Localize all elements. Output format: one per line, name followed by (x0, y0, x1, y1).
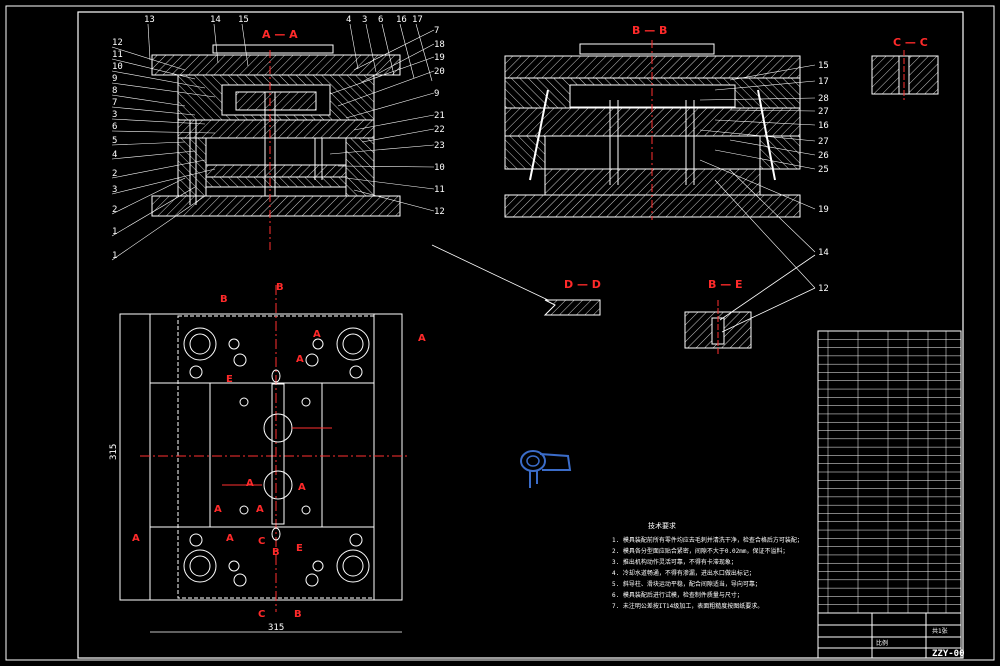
section-mark: B (220, 294, 228, 305)
callout-label: 16 (396, 15, 407, 25)
callout-label: 11 (112, 50, 123, 60)
callout-label: 19 (434, 53, 445, 63)
callout-label: 18 (434, 40, 445, 50)
callout-label: 6 (112, 122, 117, 132)
callout-label: 9 (112, 74, 117, 84)
callout-label: 3 (112, 110, 117, 120)
callout-label: 28 (818, 94, 829, 104)
callout-label: 2 (112, 205, 117, 215)
callout-label: 1 (112, 227, 117, 237)
callout-label: 16 (818, 121, 829, 131)
callout-label: 4 (112, 150, 117, 160)
callout-label: 4 (346, 15, 351, 25)
callout-label: 13 (144, 15, 155, 25)
callout-label: 14 (818, 248, 829, 258)
section-mark: A (256, 504, 264, 515)
title-block: ZZY-00 比例 共1张 (817, 612, 965, 659)
callout-label: 17 (412, 15, 423, 25)
callout-label: 19 (818, 205, 829, 215)
section-mark: B (276, 282, 284, 293)
callout-label: 17 (818, 77, 829, 87)
note-line: 4. 冷却水道畅通，不得有渗漏，进出水口做出标记； (612, 569, 755, 577)
part-3d-preview (520, 450, 572, 488)
callout-label: 11 (434, 185, 445, 195)
callout-label: 7 (434, 26, 439, 36)
callout-label: 10 (112, 62, 123, 72)
section-be-title: B — E (708, 278, 743, 291)
callout-label: 1 (112, 251, 117, 261)
technical-notes: 技术要求 1. 模具装配前所有零件均应去毛刺并清洗干净，检查合格后方可装配； 2.… (612, 521, 803, 610)
section-cc-view: C — C (871, 36, 939, 100)
section-dd-view: D — D (431, 244, 601, 316)
callout-label: 12 (434, 207, 445, 217)
section-be-view: B — E (684, 254, 816, 355)
callout-label: 5 (112, 136, 117, 146)
note-line: 2. 模具各分型面应贴合紧密，间隙不大于0.02mm，保证不溢料； (612, 547, 789, 555)
callout-label: 8 (112, 86, 117, 96)
note-line: 5. 斜导柱、滑块运动平稳，配合间隙适当，导向可靠； (612, 580, 761, 588)
section-mark: A (313, 329, 321, 340)
callout-label: 2 (112, 169, 117, 179)
plan-view: 315 315 (109, 285, 410, 633)
callout-label: 27 (818, 137, 829, 147)
callout-label: 23 (434, 141, 445, 151)
section-bb-view: B — B (504, 24, 801, 220)
callout-label: 12 (112, 38, 123, 48)
callout-label: 25 (818, 165, 829, 175)
technical-notes-title: 技术要求 (648, 521, 676, 530)
callout-label: 3 (362, 15, 367, 25)
section-mark: A (132, 533, 140, 544)
section-mark: E (296, 543, 303, 554)
callout-label: 26 (818, 151, 829, 161)
plan-dim-left: 315 (109, 444, 119, 460)
drawing-outer-frame (5, 5, 995, 661)
section-mark: A (214, 504, 222, 515)
section-mark: A (298, 482, 306, 493)
section-bb-title: B — B (632, 24, 667, 37)
section-mark: A (296, 354, 304, 365)
callout-label: 10 (434, 163, 445, 173)
callout-label: 27 (818, 107, 829, 117)
section-mark: C (258, 536, 265, 547)
note-line: 6. 模具装配后进行试模，检查制件质量与尺寸； (612, 591, 743, 599)
note-line: 3. 推出机构动作灵活可靠，不得有卡滞现象； (612, 558, 737, 566)
section-mark: E (226, 374, 233, 385)
callout-label: 21 (434, 111, 445, 121)
section-mark: B (294, 609, 302, 620)
callout-label: 22 (434, 125, 445, 135)
section-mark: C (258, 609, 265, 620)
section-aa-right-callouts: 13 14 15 4 3 6 16 17 7 18 19 20 9 21 22 23 10 11 12 (144, 15, 445, 217)
note-line: 1. 模具装配前所有零件均应去毛刺并清洗干净，检查合格后方可装配； (612, 536, 803, 544)
plan-dim-bottom: 315 (268, 623, 284, 633)
drawing-number: ZZY-00 (932, 649, 965, 659)
section-dd-title: D — D (564, 278, 601, 291)
callout-label: 15 (818, 61, 829, 71)
callout-label: 9 (434, 89, 439, 99)
callout-label: 20 (434, 67, 445, 77)
callout-label: 3 (112, 185, 117, 195)
scale-label: 比例 (876, 639, 888, 647)
section-mark: B (272, 547, 280, 558)
callout-label: 14 (210, 15, 221, 25)
section-aa-view: A — A (151, 28, 401, 250)
sheet-label: 共1张 (932, 627, 948, 635)
callout-label: 6 (378, 15, 383, 25)
section-bb-callouts: 15 17 28 27 16 27 26 25 19 14 12 (699, 61, 829, 294)
section-aa-title: A — A (262, 28, 298, 41)
drawing-inner-frame (77, 11, 964, 659)
section-mark: A (418, 333, 426, 344)
callout-label: 15 (238, 15, 249, 25)
bill-of-materials (817, 330, 962, 614)
section-cc-title: C — C (893, 36, 928, 49)
section-mark: A (226, 533, 234, 544)
note-line: 7. 未注明公差按IT14级加工，表面粗糙度按图纸要求。 (612, 602, 763, 610)
section-mark: A (246, 478, 254, 489)
callout-label: 12 (818, 284, 829, 294)
callout-label: 7 (112, 98, 117, 108)
